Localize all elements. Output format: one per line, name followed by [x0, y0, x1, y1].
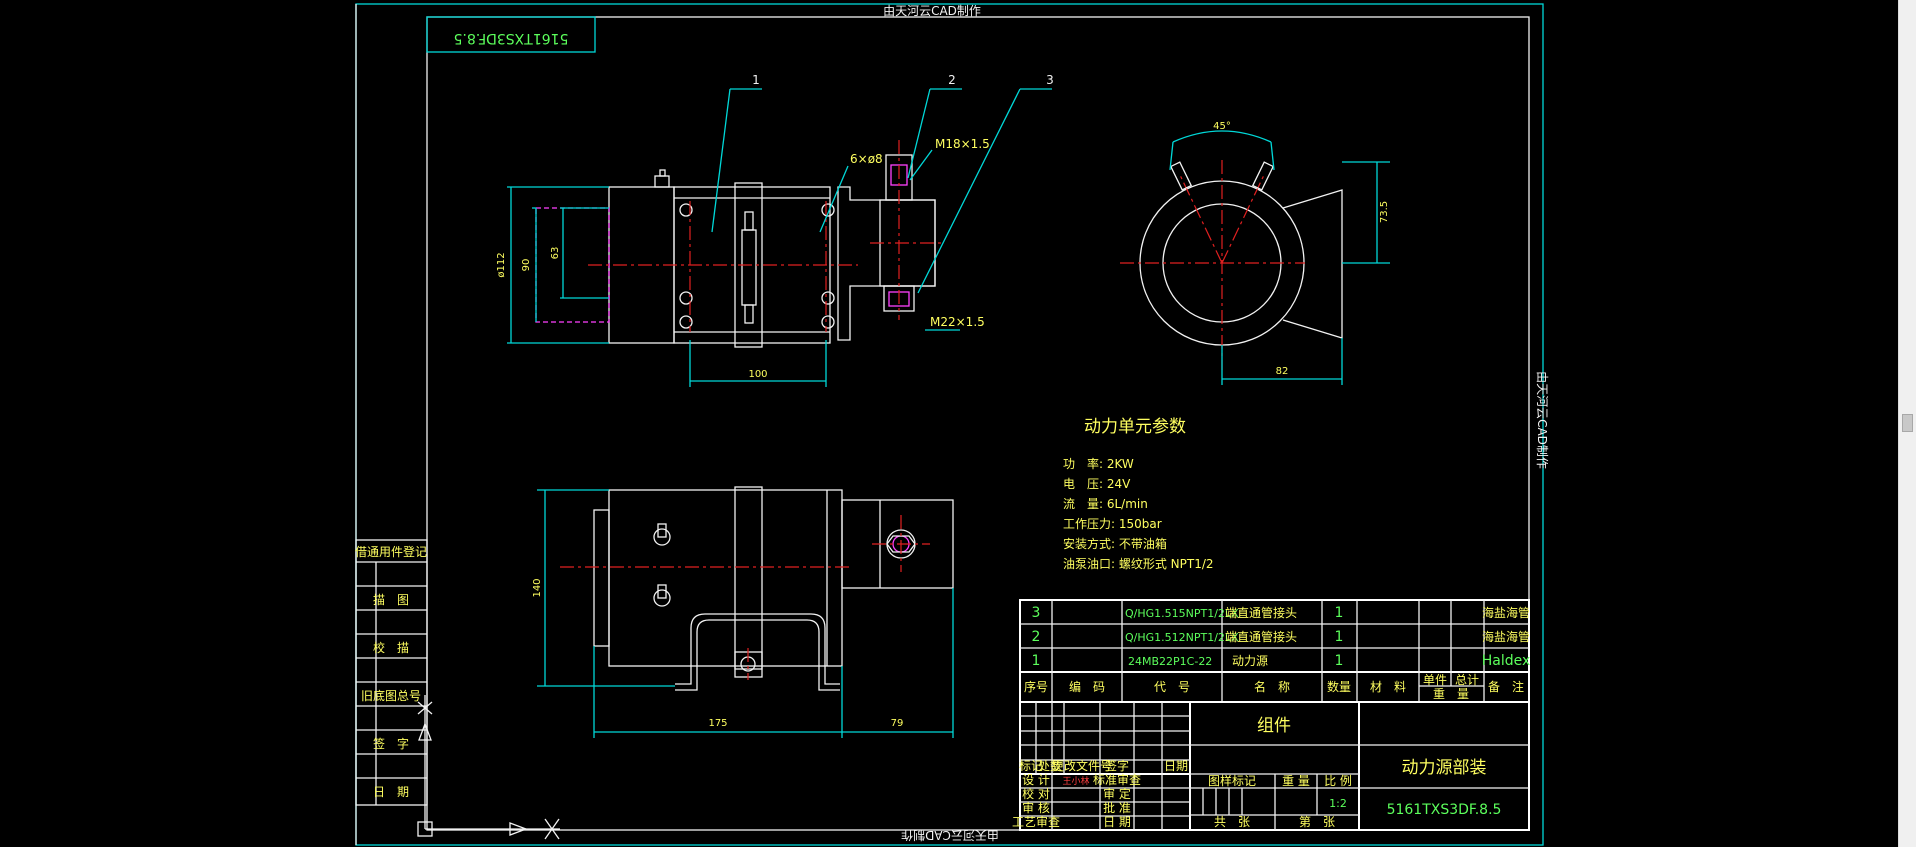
sign-label: 标准审查 — [1093, 772, 1141, 787]
param-line: 油泵油口: 螺纹形式 NPT1/2 — [1063, 557, 1214, 571]
stamp-label: 签 字 — [373, 736, 409, 751]
side-view: 45° 73.5 82 — [1120, 121, 1390, 385]
sign-label: 设 计 — [1022, 773, 1050, 787]
rev-label: 更改文件号 — [1052, 758, 1112, 773]
rev-label: 签字 — [1105, 758, 1129, 773]
sheet-count: 共 张 — [1214, 815, 1250, 829]
outer-border — [355, 3, 1544, 846]
designer-name: 王小林 — [1062, 775, 1089, 787]
sign-label: 批 准 — [1103, 800, 1131, 815]
watermark-side: 由天河云CAD制作 — [1535, 371, 1549, 469]
bom-seq: 2 — [1032, 629, 1041, 645]
balloon-2: 2 — [948, 73, 956, 87]
bom-header: 序号 — [1024, 679, 1048, 694]
sheet-number: 第 张 — [1299, 815, 1335, 829]
dim-79: 79 — [891, 718, 904, 729]
mirror-drawing-number: 5161TXS3DF.8.5 — [454, 30, 569, 46]
dim-angle: 45° — [1213, 121, 1231, 132]
stamp-label: 描 图 — [373, 593, 409, 607]
rev-label: 日期 — [1164, 759, 1188, 773]
bom-header: 编 码 — [1069, 679, 1105, 694]
bom-header: 名 称 — [1254, 679, 1290, 694]
scale-value: 1:2 — [1329, 797, 1347, 810]
inner-frame — [426, 16, 1530, 831]
parameter-block: 动力单元参数 功 率: 2KW 电 压: 24V 流 量: 6L/min 工作压… — [1063, 417, 1214, 571]
top-view — [560, 486, 954, 691]
vertical-scrollbar[interactable] — [1898, 0, 1916, 847]
dim-d112: ø112 — [496, 252, 507, 277]
sign-label: 校 对 — [1022, 786, 1050, 801]
bom-ref: 24MB22P1C-22 — [1128, 655, 1212, 668]
ucs-icon — [417, 695, 560, 840]
param-line: 安装方式: 不带油箱 — [1063, 536, 1167, 551]
scale-label: 比 例 — [1324, 774, 1352, 788]
dim-hole: 6×ø8 — [850, 152, 883, 166]
bom-qty: 1 — [1335, 629, 1344, 645]
param-line: 流 量: 6L/min — [1063, 497, 1148, 511]
dim-100: 100 — [748, 369, 767, 380]
bom-note: 海盐海管 — [1482, 629, 1530, 644]
front-view — [535, 140, 945, 348]
bom-seq: 1 — [1032, 653, 1041, 669]
bom-header: 代 号 — [1154, 680, 1190, 694]
stamp-label: 借通用件登记 — [355, 544, 427, 559]
front-view-dimensions: ø112 90 63 100 6×ø8 M18×1.5 M22×1.5 — [496, 137, 990, 387]
bom-header: 备 注 — [1488, 679, 1524, 694]
stamp-label: 校 描 — [373, 640, 409, 655]
stamp-label: 旧底图总号 — [361, 688, 421, 703]
dim-thread-top: M18×1.5 — [935, 137, 990, 151]
assembly-name: 动力源部装 — [1402, 758, 1487, 778]
balloon-1: 1 — [752, 73, 760, 87]
dim-73-5: 73.5 — [1379, 201, 1390, 223]
stamp-label: 日 期 — [373, 785, 409, 799]
rev-label: 处数 — [1038, 758, 1062, 773]
watermark-bottom: 由天河云CAD制作 — [901, 828, 999, 842]
bom-name: 动力源 — [1232, 654, 1268, 668]
params-title: 动力单元参数 — [1084, 417, 1186, 437]
bom-ref: Q/HG1.512NPT1/2LX — [1125, 631, 1239, 644]
bom-header: 单件 — [1423, 673, 1447, 687]
bom-note: 海盐海管 — [1482, 605, 1530, 620]
sign-label: 审 核 — [1022, 800, 1050, 815]
dim-d90: 90 — [521, 259, 532, 272]
dim-82: 82 — [1276, 366, 1289, 377]
bom-qty: 1 — [1335, 605, 1344, 621]
dim-thread-bottom: M22×1.5 — [930, 315, 985, 329]
bom-seq: 3 — [1032, 605, 1041, 621]
balloons: 1 2 3 — [711, 73, 1054, 294]
left-stamp-column: 借通用件登记 描 图 校 描 旧底图总号 签 字 日 期 — [355, 539, 428, 806]
bom-note: Haldex — [1482, 653, 1531, 669]
bom-header: 重 量 — [1433, 687, 1469, 701]
scroll-thumb[interactable] — [1902, 414, 1913, 432]
mirror-number-box — [426, 16, 596, 53]
dim-d63: 63 — [550, 247, 561, 260]
drawing-number: 5161TXS3DF.8.5 — [1387, 802, 1502, 818]
bom-header: 数量 — [1327, 679, 1351, 694]
watermark-top: 由天河云CAD制作 — [883, 4, 981, 18]
sign-label: 工艺审查 — [1012, 814, 1060, 829]
weight-label: 重 量 — [1282, 774, 1310, 788]
group-label: 组件 — [1257, 716, 1291, 736]
sign-label: 日 期 — [1103, 815, 1131, 829]
rev-label: 标记 — [1019, 759, 1043, 773]
bom-header: 材 料 — [1370, 680, 1406, 694]
bom-qty: 1 — [1335, 653, 1344, 669]
sign-label: 审 定 — [1103, 786, 1131, 801]
balloon-3: 3 — [1046, 73, 1054, 87]
bom-ref: Q/HG1.515NPT1/2LX — [1125, 607, 1239, 620]
bom-table: 3 Q/HG1.515NPT1/2LX 端直通管接头 1 海盐海管 2 Q/HG… — [1019, 599, 1531, 703]
bom-name: 端直通管接头 — [1225, 629, 1297, 644]
param-line: 工作压力: 150bar — [1063, 517, 1162, 531]
bom-header: 总计 — [1455, 673, 1479, 687]
stage-label: 图样标记 — [1208, 773, 1256, 788]
dim-175: 175 — [708, 718, 727, 729]
dim-140: 140 — [532, 578, 543, 597]
param-line: 电 压: 24V — [1063, 477, 1131, 491]
bom-name: 端直通管接头 — [1225, 605, 1297, 620]
top-view-dimensions: 140 175 79 — [532, 489, 954, 738]
title-block: 标记 处数 更改文件号 签字 日期 设 计 校 对 审 核 工艺审查 王小林 标… — [1012, 701, 1530, 831]
param-line: 功 率: 2KW — [1063, 456, 1134, 471]
